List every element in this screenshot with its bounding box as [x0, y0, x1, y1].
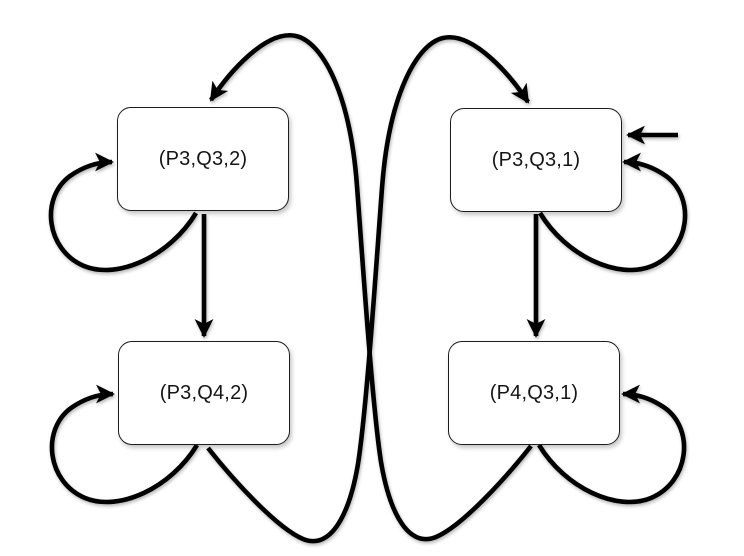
- state-label-p4q3-1: (P4,Q3,1): [489, 381, 579, 404]
- edge-p3q42-to-p3q31-cross: [206, 35, 530, 544]
- state-label-p3q3-2: (P3,Q3,2): [158, 147, 248, 170]
- state-label-p3q3-1: (P3,Q3,1): [491, 148, 581, 171]
- state-label-p3q4-2: (P3,Q4,2): [159, 381, 249, 404]
- state-node-p3q3-2: (P3,Q3,2): [117, 107, 289, 211]
- edge-self-loop-p3q42: [49, 384, 199, 505]
- edge-p4q31-to-p3q32-cross: [209, 33, 533, 542]
- state-node-p4q3-1: (P4,Q3,1): [448, 341, 620, 445]
- state-node-p3q3-1: (P3,Q3,1): [450, 108, 622, 212]
- edge-self-loop-p3q31: [538, 152, 688, 273]
- edge-self-loop-p4q31: [537, 384, 687, 505]
- state-node-p3q4-2: (P3,Q4,2): [118, 341, 290, 445]
- edge-self-loop-p3q32: [48, 152, 198, 273]
